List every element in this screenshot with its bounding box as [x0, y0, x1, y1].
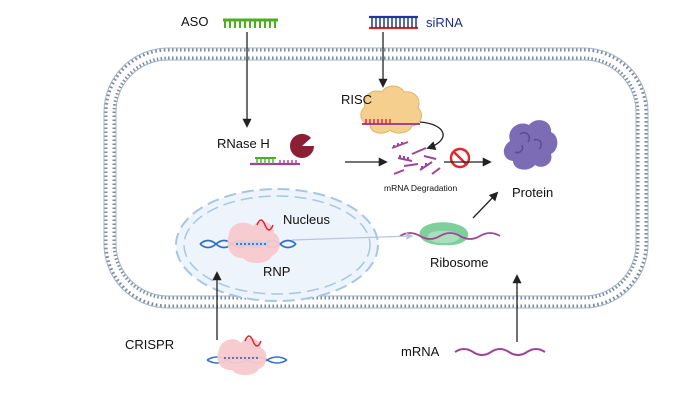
ribosome [399, 222, 501, 246]
nucleus-label: Nucleus [283, 212, 330, 227]
cell-membrane [103, 47, 649, 309]
risc-label: RISC [341, 92, 372, 107]
rnase-h-enzyme [289, 133, 314, 158]
risc-complex [360, 85, 423, 134]
nucleus-to-ribosome-arrow [291, 232, 414, 241]
mrna-degradation-label: mRNA Degradation [384, 183, 458, 193]
rnp-complex [227, 219, 280, 264]
sirna-label: siRNA [426, 15, 463, 30]
rnp-label: RNP [263, 264, 290, 279]
crispr-label: CRISPR [125, 337, 174, 352]
mrna-label: mRNA [401, 344, 440, 359]
risc-to-degradation-arrow [419, 121, 444, 151]
sirna-duplex [369, 15, 418, 30]
crispr-rnp [206, 335, 288, 376]
aso-label: ASO [181, 14, 208, 29]
mrna-strand [454, 348, 546, 356]
degraded-mrna-fragments [391, 141, 441, 175]
ribosome-label: Ribosome [430, 255, 489, 270]
protein-molecule [503, 120, 558, 170]
ribosome-to-protein-arrow [472, 191, 499, 219]
inhibition-icon [449, 147, 471, 169]
aso-strand [223, 18, 278, 28]
protein-label: Protein [512, 185, 553, 200]
aso-mrna-heteroduplex [250, 157, 300, 166]
rnase-h-label: RNase H [217, 136, 270, 151]
